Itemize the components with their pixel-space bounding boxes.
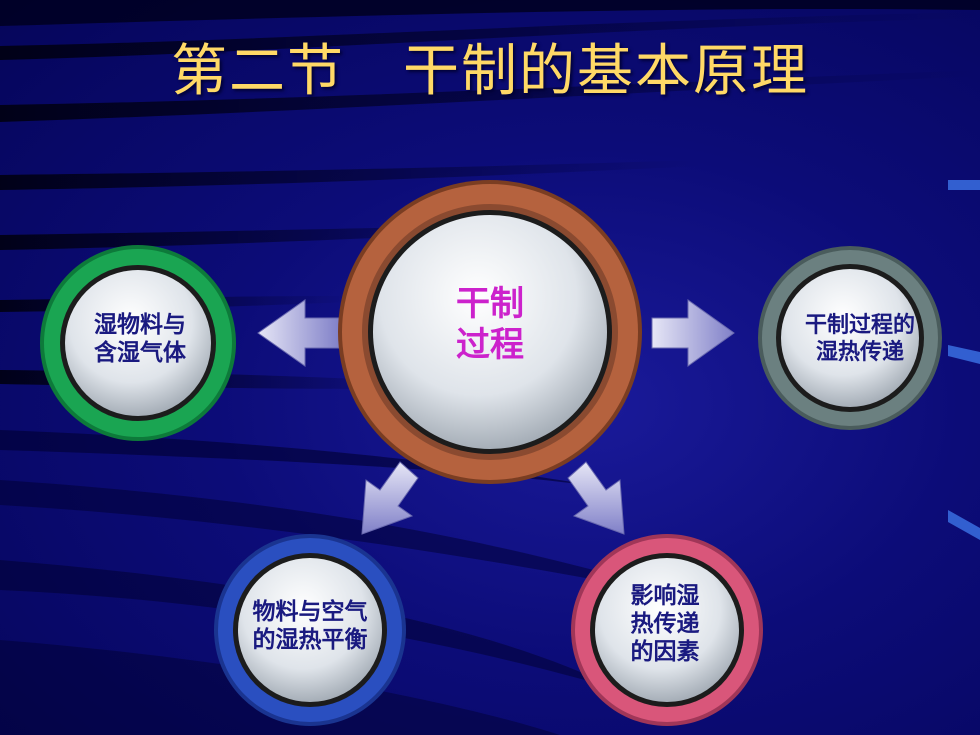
arrow-bottom-left: [361, 461, 419, 535]
node-bottom-left: [214, 534, 406, 726]
node-left-label: 湿物料与 含湿气体: [94, 312, 186, 367]
slide-title: 第二节 干制的基本原理: [171, 39, 809, 104]
node-bottom-right: [571, 534, 763, 726]
center-node-label: 干制 过程: [456, 284, 524, 366]
arrow-right: [651, 299, 735, 367]
arrow-left: [257, 299, 341, 367]
center-node: [338, 180, 642, 484]
node-right-label: 干制过程的 湿热传递: [804, 313, 915, 365]
node-right: [758, 246, 942, 430]
node-bottom-left-label: 物料与空气 的湿热平衡: [252, 599, 368, 654]
node-left: [40, 245, 236, 441]
arrow-bottom-right: [567, 461, 625, 535]
node-bottom-right-label: 影响湿 热传递 的因素: [630, 583, 700, 666]
